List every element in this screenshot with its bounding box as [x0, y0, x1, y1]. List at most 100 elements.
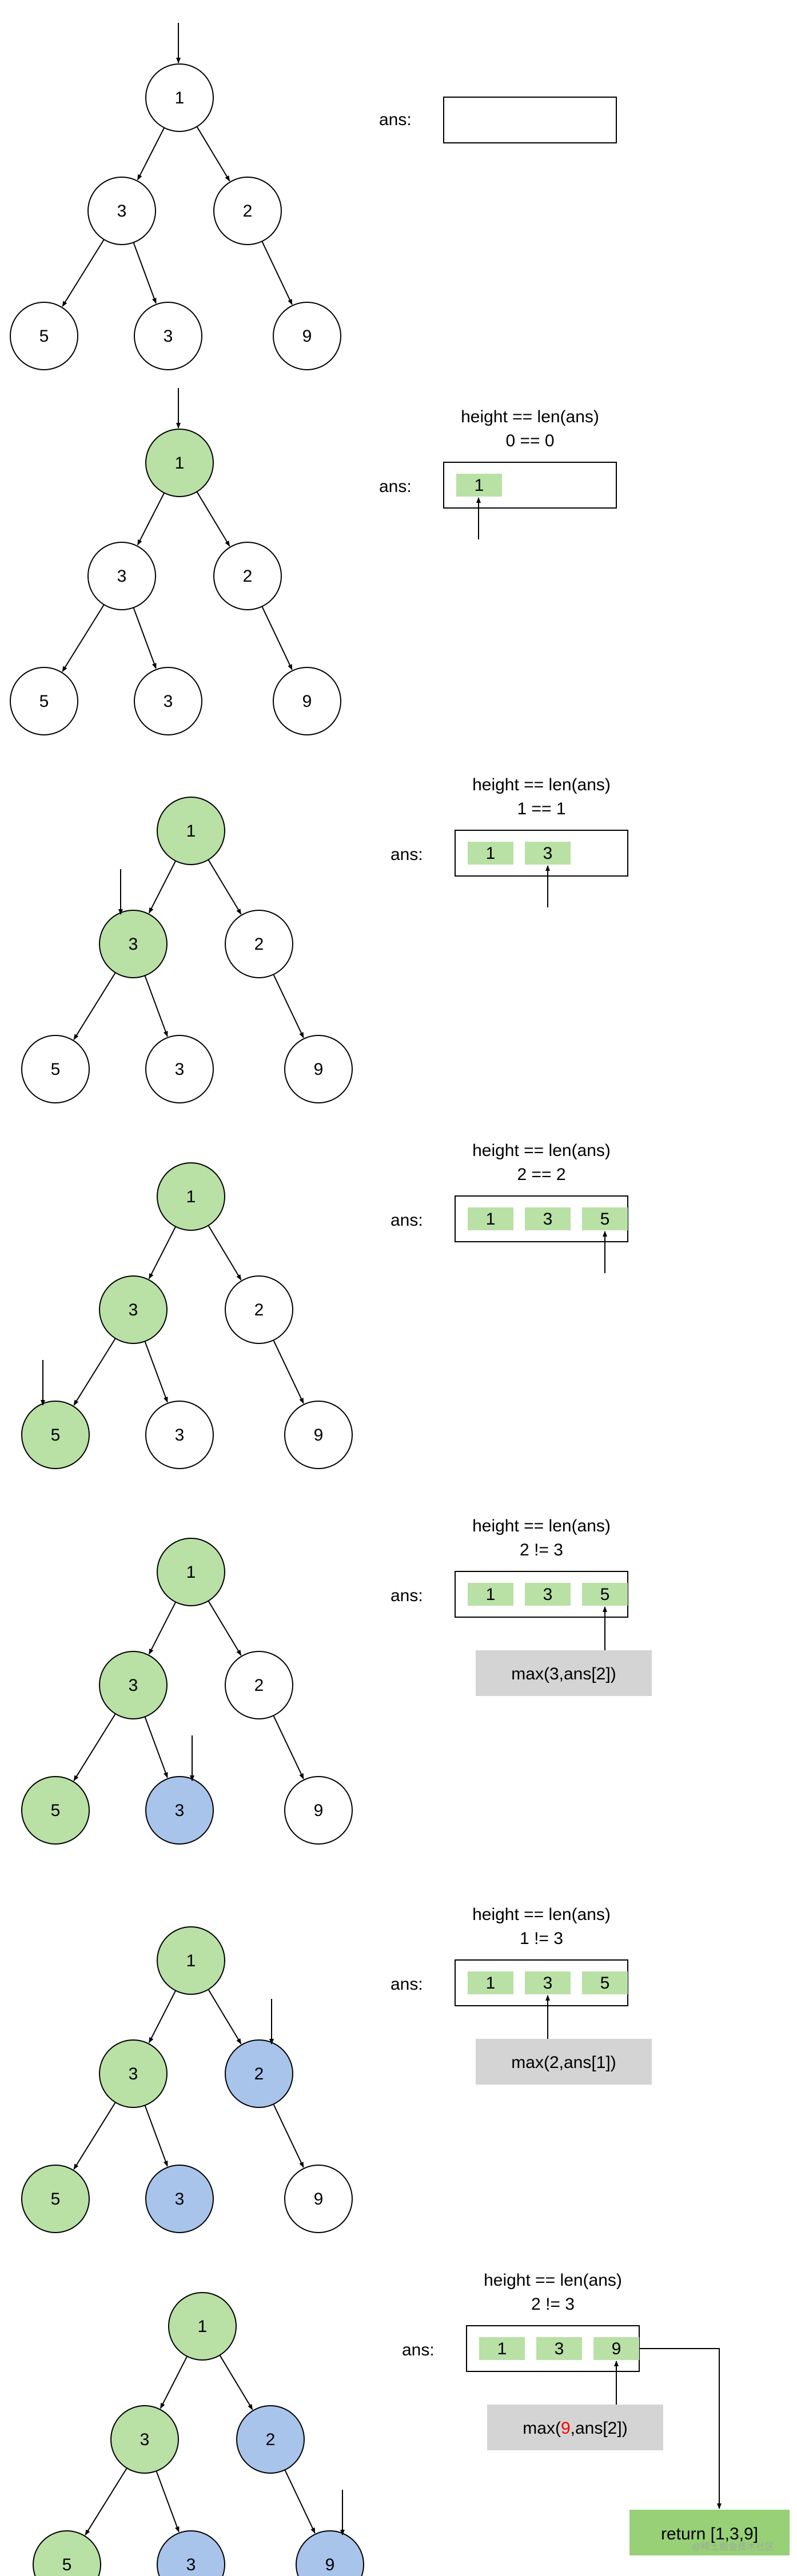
tree-node-r [225, 2039, 293, 2108]
tree-edge [273, 2103, 304, 2168]
tree-node-value: 1 [186, 1187, 196, 1206]
return-result-text: return [1,3,9] [661, 2525, 758, 2543]
ans-array-box [443, 97, 617, 143]
tree-node-l [87, 177, 156, 245]
tree-node-value: 1 [175, 454, 185, 473]
tree-node-value: 2 [254, 2065, 264, 2083]
ans-label: ans: [390, 1211, 423, 1230]
tree-node-value: 1 [186, 1563, 196, 1582]
tree-edge [73, 2102, 116, 2170]
tree-edge [137, 493, 165, 546]
tree-node-root [168, 2292, 237, 2361]
ans-cell-value: 3 [543, 1974, 553, 1993]
tree-node-lr [145, 1035, 214, 1103]
tree-node-value: 1 [186, 822, 196, 841]
formula-part: max(2,ans[1]) [511, 2053, 616, 2072]
tree-edge [261, 606, 293, 670]
tree-node-value: 3 [175, 1426, 185, 1445]
max-formula-box [487, 2405, 663, 2450]
tree-node-l [99, 2039, 168, 2108]
tree-node-lr [145, 2165, 214, 2233]
tree-node-lr [134, 302, 202, 370]
tree-node-value: 3 [117, 202, 127, 221]
tree-node-value: 3 [129, 935, 138, 954]
tree-node-root [157, 1538, 225, 1606]
tree-node-value: 5 [51, 2190, 61, 2209]
formula-part: max( [523, 2419, 561, 2438]
tree-edge [148, 1990, 177, 2043]
ans-cell [525, 1583, 571, 1606]
ans-label: ans: [390, 845, 423, 864]
tree-node-value: 5 [51, 1801, 61, 1820]
tree-edge [219, 2355, 253, 2410]
condition-line-2: 2 != 3 [520, 1541, 563, 1559]
ans-cell [536, 2337, 582, 2360]
ans-cell-value: 1 [497, 2339, 507, 2358]
ans-cell-value: 3 [555, 2339, 564, 2358]
return-result-box [629, 2510, 790, 2555]
condition-line-1: height == len(ans) [472, 1517, 611, 1535]
tree-edge [160, 2356, 188, 2409]
tree-node-r [213, 177, 282, 245]
tree-node-ll [21, 2165, 90, 2233]
formula-part: ,ans[2]) [571, 2419, 628, 2438]
tree-node-ll [33, 2530, 101, 2576]
tree-edge [73, 1338, 116, 1406]
ans-cell-value: 3 [543, 1210, 553, 1229]
tree-edge [156, 2470, 180, 2533]
condition-line-1: height == len(ans) [472, 1141, 611, 1160]
tree-node-value: 3 [129, 1301, 138, 1319]
tree-node-value: 9 [314, 2190, 324, 2209]
tree-edge [208, 1989, 242, 2045]
tree-edge [144, 975, 168, 1037]
tree-node-value: 3 [164, 692, 173, 711]
tree-node-r [225, 1275, 293, 1344]
tree-edge [85, 2467, 127, 2536]
tree-node-lr [134, 667, 202, 735]
tree-node-value: 2 [254, 935, 264, 954]
tree-node-l [87, 542, 156, 610]
ans-cell-value: 5 [600, 1585, 610, 1604]
tree-node-root [157, 797, 225, 865]
tree-edge [144, 1341, 168, 1403]
tree-node-l [110, 2405, 179, 2474]
tree-edge [208, 1601, 242, 1656]
ans-cell [468, 1971, 513, 1994]
ans-label: ans: [402, 2341, 435, 2359]
tree-node-lr [157, 2530, 225, 2576]
ans-cell [582, 1971, 628, 1994]
tree-node-value: 9 [325, 2555, 335, 2574]
ans-cell [582, 1583, 628, 1606]
tree-node-value: 3 [175, 1801, 185, 1820]
ans-cell-value: 3 [543, 1585, 553, 1604]
tree-node-value: 9 [302, 327, 312, 346]
tree-edge [273, 974, 304, 1038]
condition-line-2: 0 == 0 [505, 431, 554, 450]
tree-node-lr [145, 1776, 214, 1845]
condition-line-2: 1 != 3 [520, 1929, 563, 1948]
watermark-text: @稀土掘金技术社区 [692, 2542, 774, 2552]
tree-node-rr [273, 667, 341, 735]
condition-line-2: 2 == 2 [517, 1165, 565, 1184]
tree-node-value: 3 [175, 2190, 185, 2209]
max-formula-box [476, 2039, 652, 2085]
condition-line-1: height == len(ans) [484, 2271, 622, 2290]
ans-cell-value: 5 [600, 1210, 610, 1229]
tree-node-r [225, 910, 293, 978]
ans-cell-value: 9 [612, 2339, 621, 2358]
ans-cell-value: 1 [486, 844, 496, 863]
tree-edge [208, 1225, 242, 1281]
tree-edge [62, 604, 105, 673]
tree-node-value: 3 [129, 1676, 138, 1695]
tree-node-root [145, 429, 214, 497]
tree-node-l [99, 1651, 168, 1719]
tree-node-value: 2 [243, 202, 253, 221]
ans-cell-value: 1 [475, 476, 484, 495]
tree-node-rr [296, 2530, 364, 2576]
tree-node-rr [284, 1776, 353, 1845]
condition-line-1: height == len(ans) [472, 1905, 611, 1924]
ans-cell-value: 5 [600, 1974, 610, 1993]
